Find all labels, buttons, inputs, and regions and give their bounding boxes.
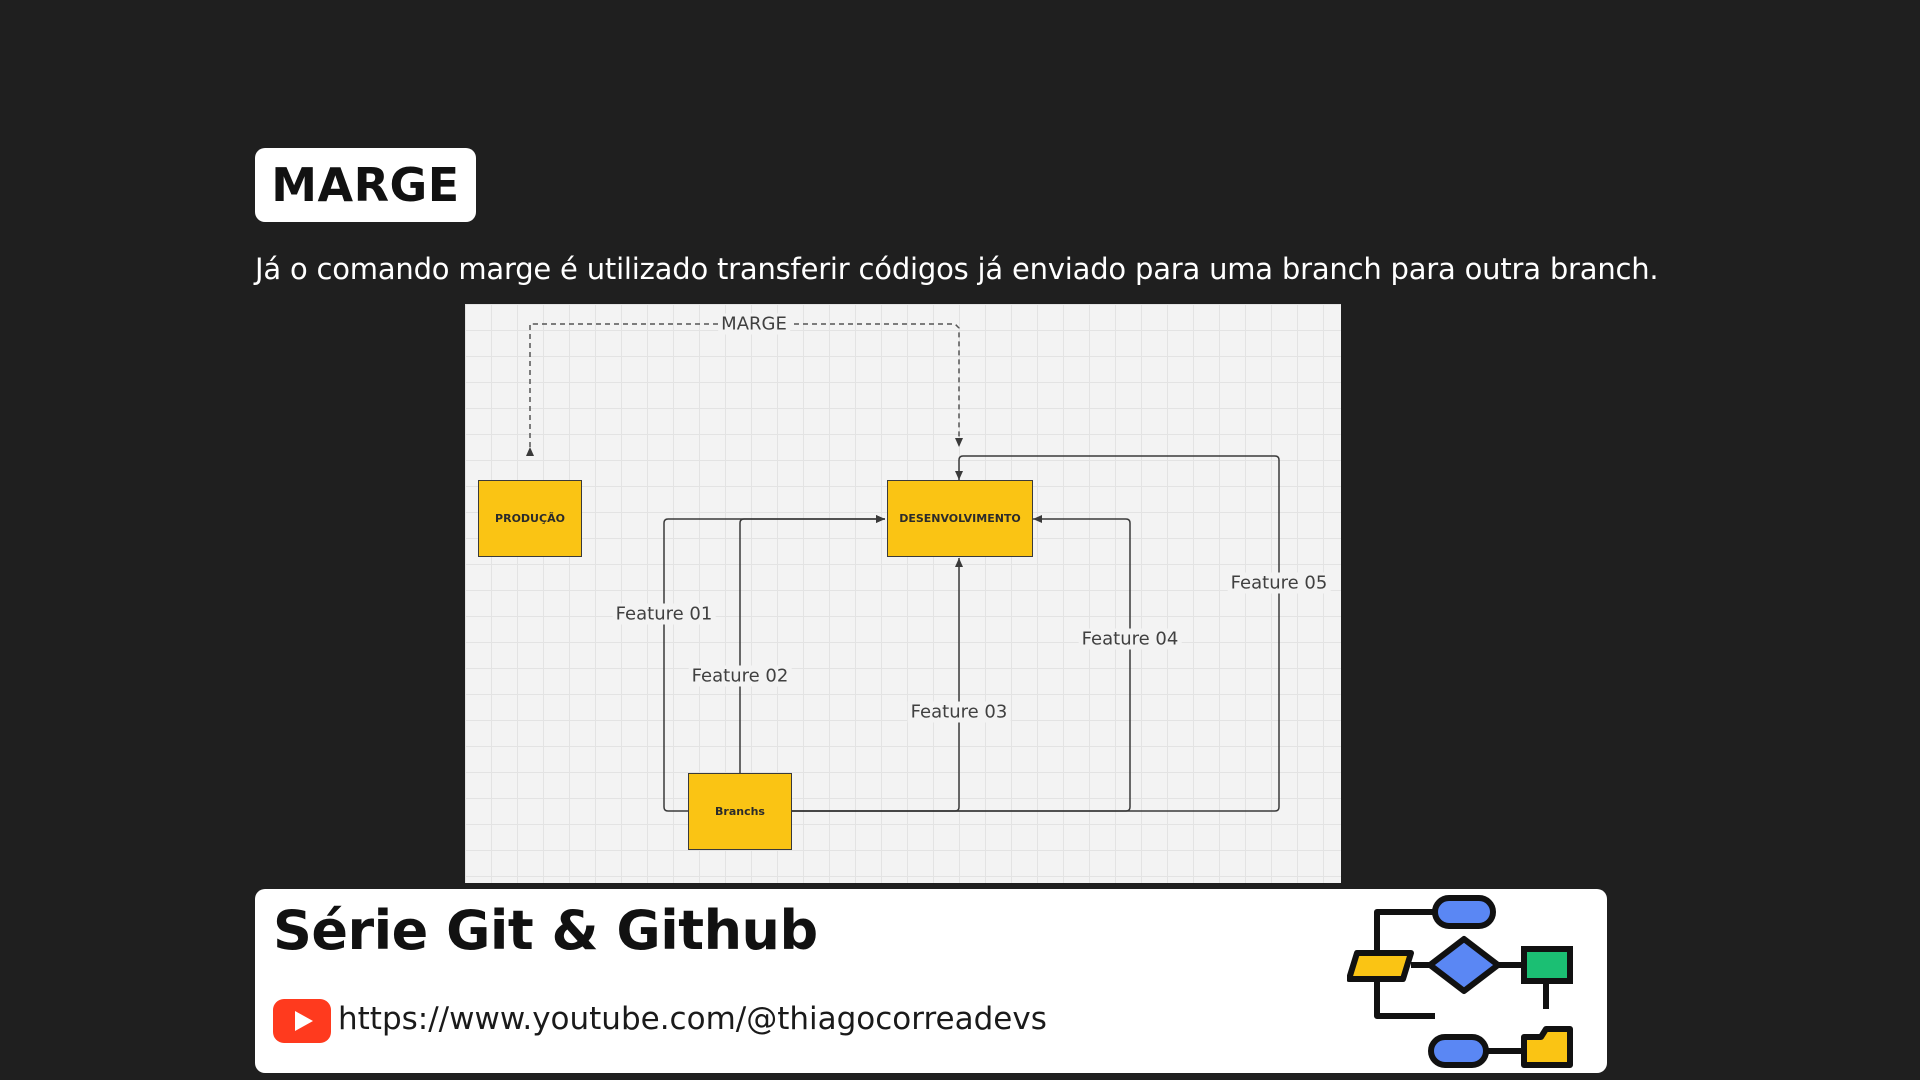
node-desenvolvimento: DESENVOLVIMENTO: [887, 480, 1033, 557]
feature-03-connector: [792, 558, 963, 812]
youtube-link[interactable]: https://www.youtube.com/@thiagocorreadev…: [338, 1001, 1047, 1037]
feature-01-connector: [663, 515, 885, 812]
slide-title: MARGE: [271, 158, 460, 212]
feature-05-connector: [792, 455, 1280, 812]
edge-label-feature-04: Feature 04: [1078, 628, 1182, 650]
edge-label-feature-05: Feature 05: [1227, 572, 1331, 594]
edge-label-marge: MARGE: [718, 313, 790, 335]
footer-banner: Série Git & Github https://www.youtube.c…: [255, 889, 1607, 1073]
diagram-connectors: [526, 323, 1280, 812]
series-title: Série Git & Github: [273, 899, 818, 962]
node-branchs: Branchs: [688, 773, 792, 850]
marge-connector: [526, 323, 963, 456]
youtube-icon: [273, 999, 331, 1043]
node-producao: PRODUÇÃO: [478, 480, 582, 557]
feature-04-connector: [792, 515, 1131, 812]
feature-02-connector: [739, 515, 885, 773]
title-card: MARGE: [255, 148, 476, 222]
slide-description: Já o comando marge é utilizado transferi…: [255, 252, 1659, 286]
node-desenvolvimento-label: DESENVOLVIMENTO: [899, 512, 1021, 525]
node-branchs-label: Branchs: [715, 805, 765, 818]
flowchart-icon: [1347, 895, 1573, 1068]
edge-label-feature-02: Feature 02: [688, 665, 792, 687]
edge-label-feature-03: Feature 03: [907, 701, 1011, 723]
edge-label-feature-01: Feature 01: [612, 603, 716, 625]
merge-diagram: PRODUÇÃO DESENVOLVIMENTO Branchs MARGE F…: [465, 304, 1341, 883]
node-producao-label: PRODUÇÃO: [495, 512, 565, 525]
